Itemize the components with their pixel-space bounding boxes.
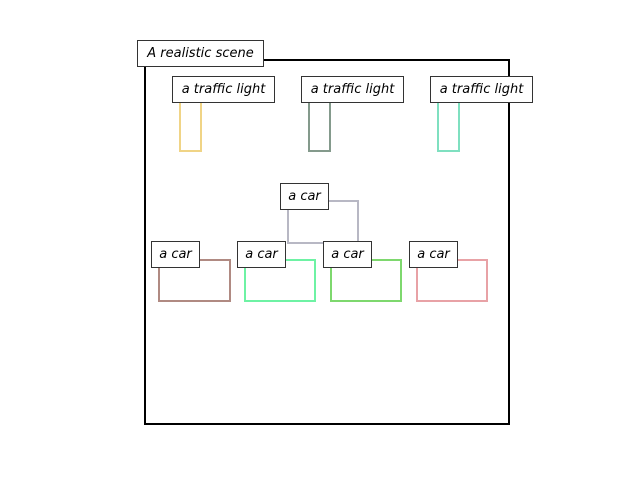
- car-label-3: a car: [237, 241, 286, 268]
- traffic-light-label-1: a traffic light: [172, 76, 275, 103]
- car-label-2: a car: [151, 241, 200, 268]
- traffic-light-label-3: a traffic light: [430, 76, 533, 103]
- car-label-4: a car: [323, 241, 372, 268]
- traffic-light-label-2: a traffic light: [301, 76, 404, 103]
- car-label-5: a car: [409, 241, 458, 268]
- car-label-1: a car: [280, 183, 329, 210]
- scene-title: A realistic scene: [137, 40, 264, 67]
- scene-frame: [144, 59, 510, 425]
